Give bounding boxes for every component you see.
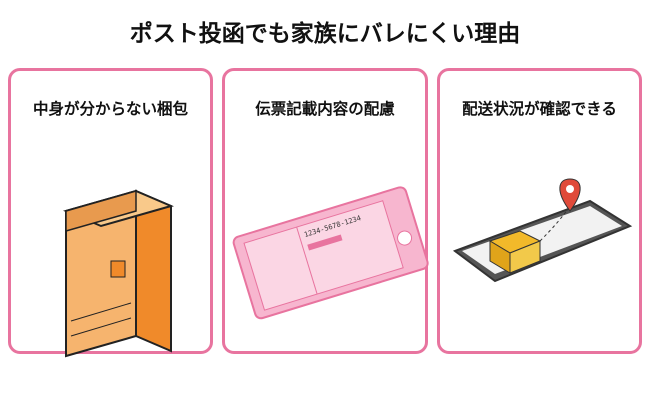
package-icon [63, 189, 174, 358]
page-title: ポスト投函でも家族にバレにくい理由 [129, 21, 521, 47]
shipping-slip-icon: 1234-5678-1234 [232, 186, 429, 320]
smartphone-tracking-icon [452, 178, 633, 283]
card-label: 中身が分からない梱包 [32, 100, 188, 118]
reason-card-slip: 伝票記載内容の配慮 1234-5678-1234 [222, 68, 429, 354]
card-label: 伝票記載内容の配慮 [255, 100, 395, 118]
reason-card-packaging: 中身が分からない梱包 [8, 68, 213, 358]
card-label: 配送状況が確認できる [462, 100, 617, 118]
reason-card-tracking: 配送状況が確認できる [437, 68, 642, 354]
